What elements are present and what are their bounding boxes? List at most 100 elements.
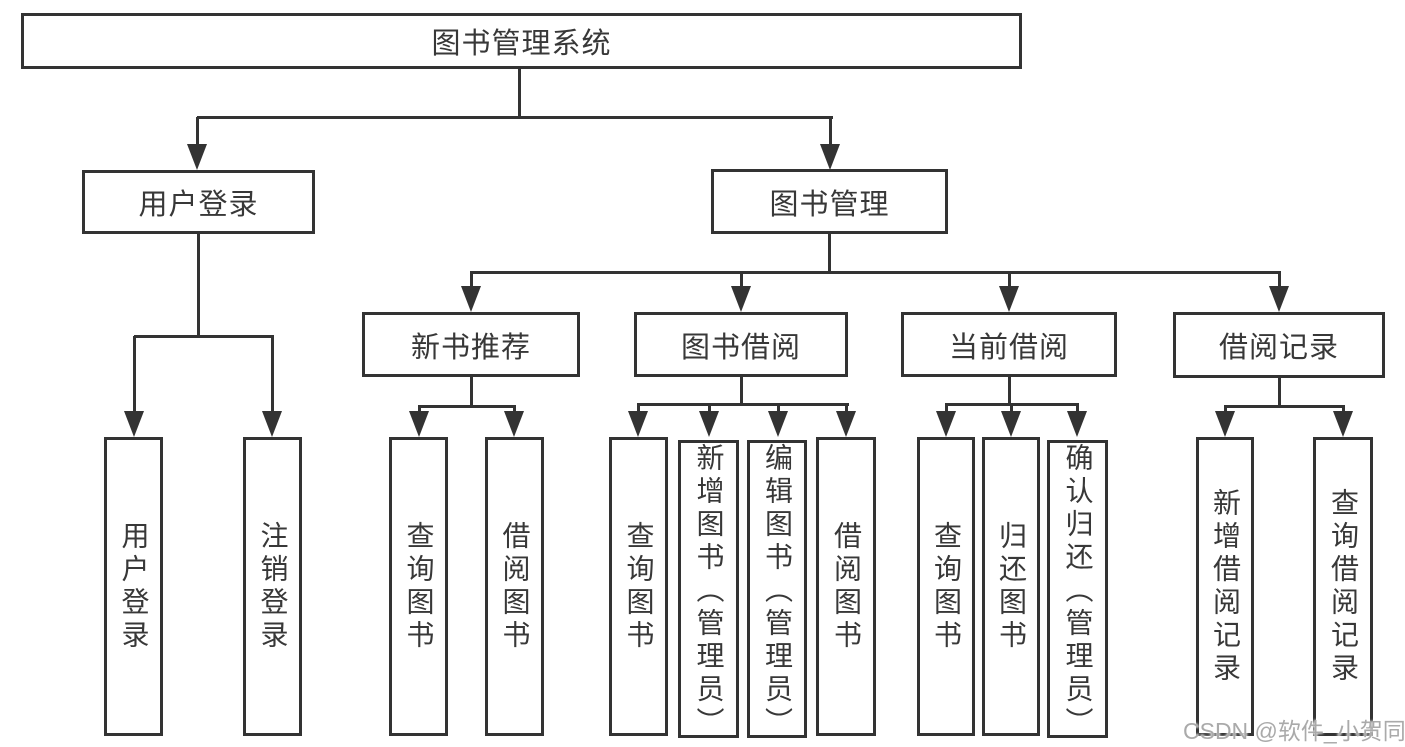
arrow-head-icon: [731, 286, 751, 312]
arrow-head-icon: [768, 411, 788, 437]
arrow-to-leaf-query-books-3: [936, 404, 956, 437]
arrow-shaft: [739, 272, 743, 292]
arrow-head-icon: [836, 411, 856, 437]
arrow-shaft: [636, 404, 640, 417]
arrow-head-icon: [628, 411, 648, 437]
arrow-to-borrow-records: [1269, 272, 1289, 312]
node-current-borrow-label: 当前借阅: [948, 331, 1069, 364]
arrow-to-leaf-query-books-1: [409, 406, 429, 437]
arrow-to-leaf-confirm-return: [1067, 404, 1087, 437]
leaf-logout: 注销登录: [243, 437, 302, 736]
arrow-head-icon: [999, 286, 1019, 312]
arrow-head-icon: [1067, 411, 1087, 437]
arrow-head-icon: [461, 286, 481, 312]
node-new-book-recommend-label: 新书推荐: [410, 331, 531, 364]
leaf-query-books-recommend: 查询图书: [389, 437, 448, 736]
arrow-to-leaf-query-borrow-record: [1333, 406, 1353, 437]
arrow-to-book-borrow: [731, 272, 751, 312]
connector-new-book-crossbar: [418, 405, 516, 408]
arrow-shaft: [270, 336, 274, 417]
arrow-shaft: [132, 336, 136, 417]
node-book-management-label: 图书管理: [769, 188, 890, 221]
arrow-head-icon: [124, 411, 144, 437]
leaf-query-borrow-record: 查询借阅记录: [1313, 437, 1373, 736]
leaf-query-books-current: 查询图书: [917, 437, 975, 736]
node-current-borrow: 当前借阅: [901, 312, 1117, 377]
connector-book-borrow-stem: [740, 377, 743, 406]
leaf-query-books-current-label: 查询图书: [931, 520, 962, 653]
node-user-login: 用户登录: [82, 170, 315, 234]
arrow-shaft: [707, 404, 711, 417]
csdn-watermark: CSDN @软件_小贺同学: [1183, 718, 1405, 744]
leaf-query-books-borrow: 查询图书: [609, 437, 668, 736]
arrow-to-new-book-recommend: [461, 272, 481, 312]
arrow-head-icon: [1333, 411, 1353, 437]
leaf-logout-label: 注销登录: [257, 520, 289, 653]
node-library-management-system: 图书管理系统: [21, 13, 1022, 69]
node-library-management-system-label: 图书管理系统: [431, 28, 612, 60]
arrow-head-icon: [1215, 411, 1235, 437]
arrow-head-icon: [187, 144, 207, 170]
arrow-head-icon: [1269, 286, 1289, 312]
arrow-shaft: [1007, 272, 1011, 292]
arrow-head-icon: [262, 411, 282, 437]
leaf-return-book: 归还图书: [982, 437, 1040, 736]
arrow-shaft: [944, 404, 948, 417]
arrow-shaft: [828, 117, 832, 150]
arrow-to-leaf-add-borrow-record: [1215, 406, 1235, 437]
arrow-to-current-borrow: [999, 272, 1019, 312]
arrow-to-leaf-add-book: [699, 404, 719, 437]
leaf-borrow-books-borrow: 借阅图书: [816, 437, 876, 736]
leaf-edit-book-admin-label: 编辑图书（管理员）: [762, 443, 793, 740]
arrow-shaft: [469, 272, 473, 292]
connector-user-login-crossbar: [134, 335, 274, 338]
arrow-to-leaf-query-books-2: [628, 404, 648, 437]
leaf-user-login: 用户登录: [104, 437, 163, 736]
node-borrow-records-label: 借阅记录: [1218, 332, 1339, 364]
node-user-login-label: 用户登录: [138, 189, 259, 221]
node-borrow-records: 借阅记录: [1173, 312, 1385, 378]
connector-new-book-stem: [470, 377, 473, 408]
leaf-confirm-return-admin-label: 确认归还（管理员）: [1062, 443, 1094, 740]
node-book-management: 图书管理: [711, 169, 948, 234]
arrow-head-icon: [1001, 411, 1021, 437]
leaf-borrow-books-recommend-label: 借阅图书: [499, 520, 531, 653]
arrow-shaft: [1075, 404, 1079, 417]
leaf-add-book-admin-label: 新增图书（管理员）: [693, 443, 725, 740]
node-new-book-recommend: 新书推荐: [362, 312, 580, 377]
leaf-add-borrow-record: 新增借阅记录: [1196, 437, 1254, 736]
connector-current-borrow-stem: [1008, 377, 1011, 406]
arrow-to-leaf-return-book: [1001, 404, 1021, 437]
arrow-head-icon: [699, 411, 719, 437]
leaf-query-books-borrow-label: 查询图书: [623, 520, 655, 653]
leaf-query-borrow-record-label: 查询借阅记录: [1328, 487, 1359, 686]
connector-book-borrow-crossbar: [637, 403, 849, 406]
arrow-to-book-management: [820, 117, 840, 170]
arrow-to-leaf-borrow-books-1: [504, 406, 524, 437]
arrow-head-icon: [936, 411, 956, 437]
arrow-shaft: [776, 404, 780, 417]
leaf-confirm-return-admin: 确认归还（管理员）: [1047, 440, 1108, 740]
arrow-to-leaf-edit-book: [768, 404, 788, 437]
arrow-to-leaf-user-login: [124, 336, 144, 437]
connector-book-management-stem: [828, 234, 831, 274]
arrow-shaft: [1009, 404, 1013, 417]
connector-book-management-crossbar: [470, 271, 1281, 274]
leaf-borrow-books-recommend: 借阅图书: [485, 437, 544, 736]
arrow-head-icon: [820, 144, 840, 170]
leaf-add-book-admin: 新增图书（管理员）: [678, 440, 739, 740]
arrow-shaft: [844, 404, 848, 417]
arrow-to-leaf-borrow-books-2: [836, 404, 856, 437]
arrow-to-user-login: [187, 117, 207, 170]
connector-borrow-records-crossbar: [1224, 405, 1345, 408]
connector-user-login-stem: [197, 234, 200, 338]
arrow-to-leaf-logout: [262, 336, 282, 437]
leaf-edit-book-admin: 编辑图书（管理员）: [747, 440, 807, 740]
leaf-return-book-label: 归还图书: [996, 520, 1027, 653]
leaf-add-borrow-record-label: 新增借阅记录: [1210, 487, 1241, 686]
leaf-borrow-books-borrow-label: 借阅图书: [831, 520, 862, 653]
connector-root-stem: [518, 69, 521, 119]
connector-root-crossbar: [197, 116, 833, 119]
arrow-shaft: [1277, 272, 1281, 292]
